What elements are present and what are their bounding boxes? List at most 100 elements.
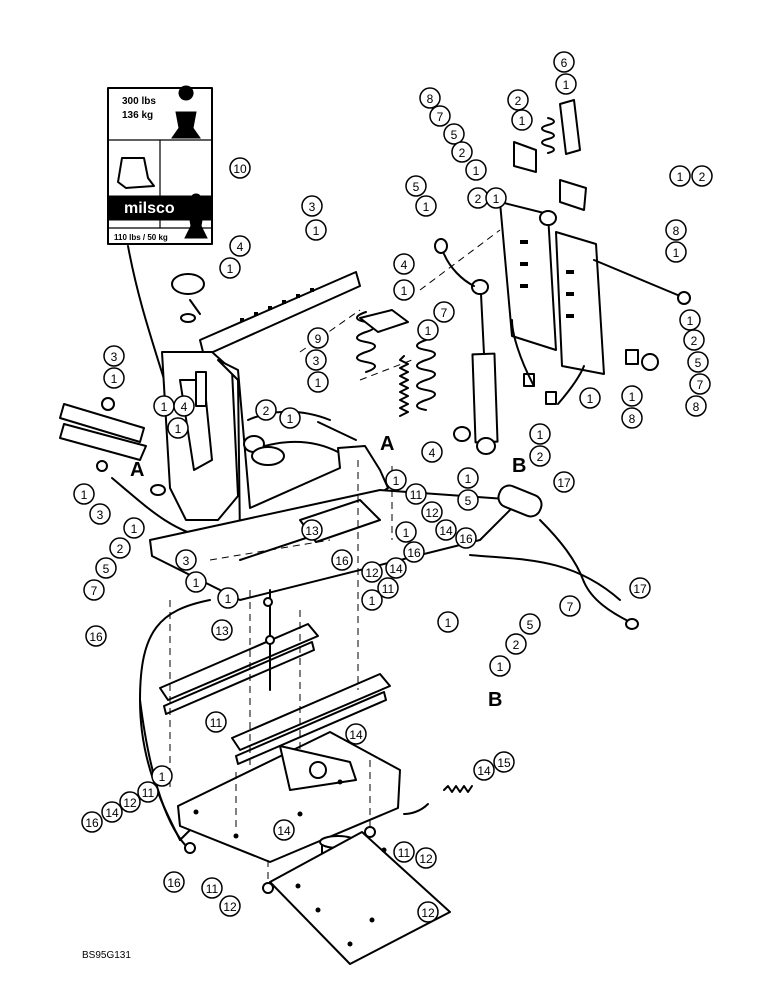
callout-number: 4 bbox=[237, 240, 244, 254]
callout-2: 2 bbox=[507, 89, 529, 111]
callout-2: 2 bbox=[467, 187, 489, 209]
callout-7: 7 bbox=[429, 105, 451, 127]
callout-number: 11 bbox=[142, 786, 155, 800]
callout-number: 12 bbox=[223, 900, 237, 914]
callout-number: 12 bbox=[419, 852, 433, 866]
callout-number: 12 bbox=[425, 506, 439, 520]
callout-number: 7 bbox=[91, 584, 98, 598]
callout-number: 4 bbox=[401, 258, 408, 272]
callout-number: 11 bbox=[210, 716, 223, 730]
callout-number: 12 bbox=[365, 566, 379, 580]
callout-number: 1 bbox=[423, 200, 430, 214]
callout-number: 1 bbox=[673, 246, 680, 260]
callout-number: 3 bbox=[111, 350, 118, 364]
callout-number: 1 bbox=[537, 428, 544, 442]
callout-1: 1 bbox=[457, 467, 479, 489]
callout-number: 1 bbox=[315, 376, 322, 390]
callout-15: 15 bbox=[493, 751, 515, 773]
callout-12: 12 bbox=[361, 561, 383, 583]
callout-5: 5 bbox=[687, 351, 709, 373]
callout-number: 1 bbox=[159, 770, 166, 784]
callout-number: 13 bbox=[215, 624, 229, 638]
callout-7: 7 bbox=[689, 373, 711, 395]
callout-14: 14 bbox=[101, 801, 123, 823]
callout-1: 1 bbox=[579, 387, 601, 409]
callout-number: 14 bbox=[277, 824, 291, 838]
callout-8: 8 bbox=[685, 395, 707, 417]
callout-number: 12 bbox=[123, 796, 137, 810]
callout-11: 11 bbox=[405, 483, 427, 505]
callout-number: 14 bbox=[105, 806, 119, 820]
callout-1: 1 bbox=[417, 319, 439, 341]
callout-number: 11 bbox=[398, 846, 411, 860]
callout-16: 16 bbox=[85, 625, 107, 647]
decal-top-lbs: 300 lbs bbox=[122, 96, 156, 107]
callout-number: 1 bbox=[393, 474, 400, 488]
callout-1: 1 bbox=[415, 195, 437, 217]
callout-number: 8 bbox=[427, 92, 434, 106]
view-label-a-left: A bbox=[130, 459, 144, 481]
callout-10: 10 bbox=[229, 157, 251, 179]
callout-number: 11 bbox=[206, 882, 219, 896]
callout-3: 3 bbox=[89, 503, 111, 525]
callout-16: 16 bbox=[163, 871, 185, 893]
callout-12: 12 bbox=[421, 501, 443, 523]
callout-5: 5 bbox=[519, 613, 541, 635]
callout-number: 14 bbox=[477, 764, 491, 778]
callout-12: 12 bbox=[219, 895, 241, 917]
callout-4: 4 bbox=[421, 441, 443, 463]
lower-plate bbox=[177, 731, 473, 965]
callout-3: 3 bbox=[103, 345, 125, 367]
callout-number: 1 bbox=[403, 526, 410, 540]
callout-number: 11 bbox=[382, 582, 395, 596]
callout-number: 11 bbox=[410, 488, 423, 502]
callout-1: 1 bbox=[485, 187, 507, 209]
callout-14: 14 bbox=[345, 723, 367, 745]
callout-number: 1 bbox=[497, 660, 504, 674]
callout-1: 1 bbox=[385, 469, 407, 491]
callout-1: 1 bbox=[305, 219, 327, 241]
callout-number: 16 bbox=[459, 532, 473, 546]
callout-5: 5 bbox=[405, 175, 427, 197]
callout-8: 8 bbox=[621, 407, 643, 429]
callout-1: 1 bbox=[307, 371, 329, 393]
callout-17: 17 bbox=[553, 471, 575, 493]
callout-1: 1 bbox=[185, 571, 207, 593]
callout-5: 5 bbox=[95, 557, 117, 579]
callout-number: 1 bbox=[111, 372, 118, 386]
callout-3: 3 bbox=[305, 349, 327, 371]
callout-12: 12 bbox=[119, 791, 141, 813]
callout-number: 10 bbox=[233, 162, 247, 176]
callout-number: 16 bbox=[89, 630, 103, 644]
callout-4: 4 bbox=[173, 395, 195, 417]
callout-number: 3 bbox=[183, 554, 190, 568]
springs bbox=[317, 309, 436, 441]
callout-number: 17 bbox=[557, 476, 571, 490]
callout-number: 16 bbox=[407, 546, 421, 560]
callout-number: 1 bbox=[687, 314, 694, 328]
callout-number: 16 bbox=[335, 554, 349, 568]
bracket-a bbox=[59, 397, 213, 541]
callout-1: 1 bbox=[679, 309, 701, 331]
callout-number: 15 bbox=[497, 756, 511, 770]
callout-number: 1 bbox=[677, 170, 684, 184]
callout-3: 3 bbox=[175, 549, 197, 571]
callout-number: 2 bbox=[475, 192, 482, 206]
callout-2: 2 bbox=[529, 445, 551, 467]
callout-number: 9 bbox=[315, 332, 322, 346]
callout-number: 4 bbox=[181, 400, 188, 414]
callout-number: 2 bbox=[263, 404, 270, 418]
callout-7: 7 bbox=[559, 595, 581, 617]
callout-1: 1 bbox=[437, 611, 459, 633]
callout-number: 7 bbox=[441, 306, 448, 320]
callout-11: 11 bbox=[377, 577, 399, 599]
callout-2: 2 bbox=[255, 399, 277, 421]
callout-number: 14 bbox=[439, 524, 453, 538]
callout-number: 8 bbox=[629, 412, 636, 426]
callout-number: 1 bbox=[425, 324, 432, 338]
callout-12: 12 bbox=[417, 901, 439, 923]
callout-number: 1 bbox=[563, 78, 570, 92]
milsco-decal: 300 lbs 136 kg milsco 110 lbs / 50 kg bbox=[107, 85, 213, 393]
